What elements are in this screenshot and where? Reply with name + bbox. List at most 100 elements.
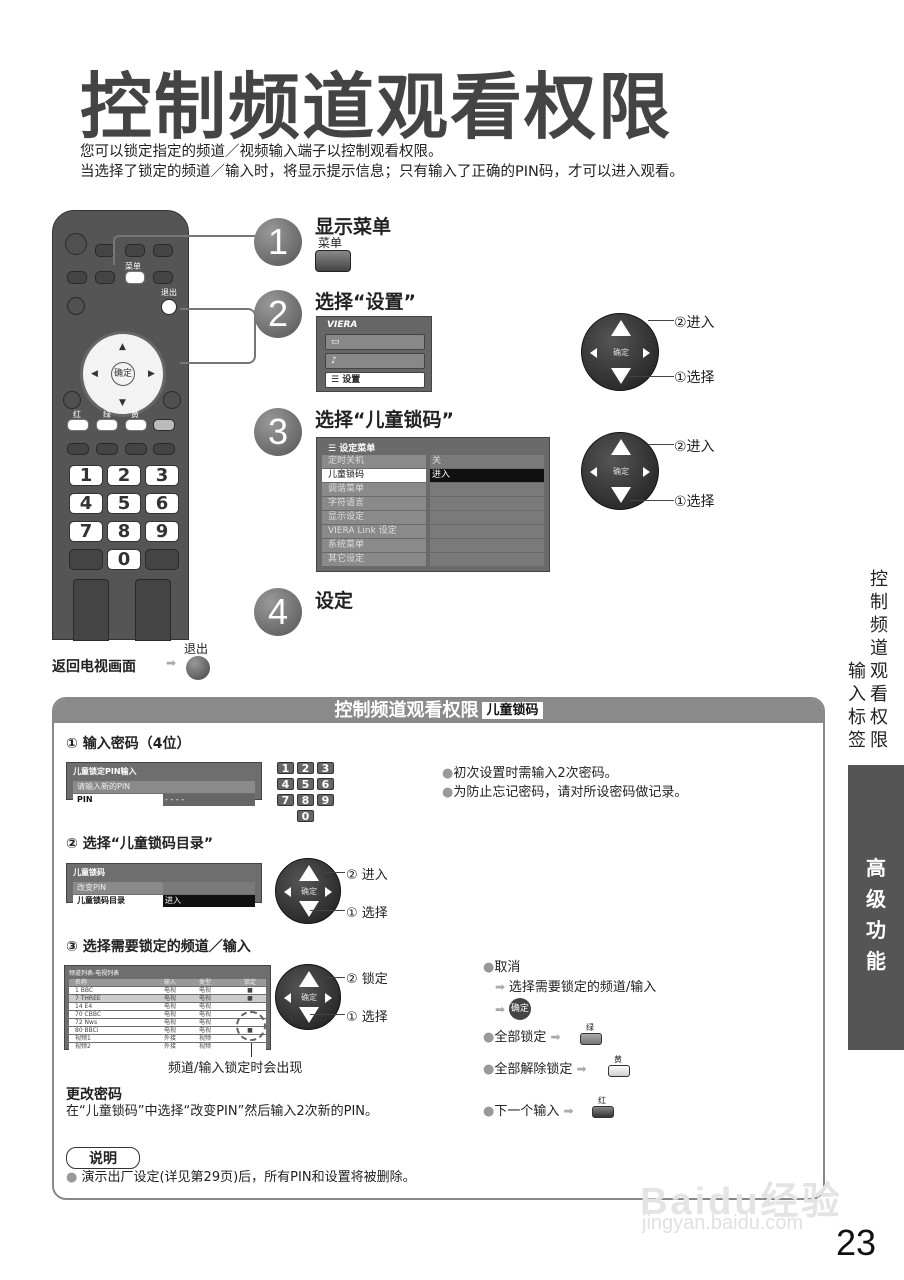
menu-row[interactable]: 字符语言 bbox=[322, 497, 544, 510]
remote-button[interactable] bbox=[153, 271, 173, 284]
remote-button[interactable] bbox=[69, 549, 103, 570]
leader-line bbox=[180, 308, 256, 364]
col-name: 名称 bbox=[75, 979, 88, 986]
cell: 电视 bbox=[164, 1019, 177, 1026]
num-key-0[interactable]: 0 bbox=[107, 549, 141, 570]
num-key-2[interactable]: 2 bbox=[107, 465, 141, 486]
green-key[interactable] bbox=[96, 419, 118, 431]
ok-key[interactable]: 确定 bbox=[301, 993, 317, 1002]
pin-key-7[interactable]: 7 bbox=[277, 794, 294, 806]
remote-button[interactable] bbox=[67, 271, 87, 284]
remote-button[interactable] bbox=[95, 271, 115, 284]
navigation-pad[interactable]: 确定 bbox=[275, 858, 341, 924]
navigation-pad[interactable]: 确定 bbox=[581, 313, 659, 391]
menu-row[interactable]: 调谐菜单 bbox=[322, 483, 544, 496]
bullet-icon: ● bbox=[483, 1030, 495, 1045]
red-key-label: 红 bbox=[598, 1096, 606, 1105]
pin-key-2[interactable]: 2 bbox=[297, 762, 314, 774]
remote-button[interactable] bbox=[153, 244, 173, 257]
num-key-5[interactable]: 5 bbox=[107, 493, 141, 514]
menu-row-child-lock[interactable]: 儿童锁码进入 bbox=[322, 469, 544, 482]
num-key-1[interactable]: 1 bbox=[69, 465, 103, 486]
remote-button[interactable] bbox=[67, 443, 89, 455]
cancel-option: ●取消 bbox=[483, 958, 520, 977]
cell: 外接 bbox=[164, 1043, 177, 1050]
power-button[interactable] bbox=[65, 233, 87, 255]
num-key-7[interactable]: 7 bbox=[69, 521, 103, 542]
menu-button[interactable] bbox=[315, 250, 351, 272]
remote-button[interactable] bbox=[67, 297, 85, 315]
ok-key[interactable]: 确定 bbox=[508, 998, 531, 1020]
remote-button[interactable] bbox=[63, 391, 81, 409]
remote-button[interactable] bbox=[153, 443, 175, 455]
select-label: ① 选择 bbox=[346, 1010, 388, 1025]
down-arrow-icon bbox=[611, 487, 631, 503]
red-key[interactable] bbox=[592, 1106, 614, 1118]
pin-key-1[interactable]: 1 bbox=[277, 762, 294, 774]
menu-row[interactable]: VIERA Link 设定 bbox=[322, 525, 544, 538]
ok-key[interactable]: 确定 bbox=[613, 348, 629, 357]
remote-button[interactable] bbox=[125, 443, 147, 455]
pin-key-6[interactable]: 6 bbox=[317, 778, 334, 790]
pin-field[interactable]: PIN- - - - bbox=[73, 794, 255, 806]
pin-key-9[interactable]: 9 bbox=[317, 794, 334, 806]
num-key-8[interactable]: 8 bbox=[107, 521, 141, 542]
pin-key-3[interactable]: 3 bbox=[317, 762, 334, 774]
screen-row-selected[interactable]: 儿童锁码目录进入 bbox=[73, 895, 255, 907]
menu-row[interactable]: 定时关机关 bbox=[322, 455, 544, 468]
green-key[interactable] bbox=[580, 1033, 602, 1045]
menu-row-value: 关 bbox=[430, 455, 544, 468]
left-arrow-icon bbox=[590, 348, 597, 358]
menu-row[interactable]: 其它设定 bbox=[322, 553, 544, 566]
num-key-9[interactable]: 9 bbox=[145, 521, 179, 542]
num-key-4[interactable]: 4 bbox=[69, 493, 103, 514]
navigation-pad[interactable]: 确定 bbox=[275, 964, 341, 1030]
menu-item-picture[interactable]: ▭ bbox=[325, 334, 425, 350]
yellow-key[interactable] bbox=[125, 419, 147, 431]
remote-button[interactable] bbox=[95, 244, 115, 257]
yellow-key[interactable] bbox=[608, 1065, 630, 1077]
cell bbox=[234, 1003, 266, 1010]
exit-key[interactable] bbox=[186, 656, 210, 680]
ok-key[interactable]: 确定 bbox=[111, 362, 135, 386]
pin-key-8[interactable]: 8 bbox=[297, 794, 314, 806]
red-key[interactable] bbox=[67, 419, 89, 431]
channel-rocker[interactable] bbox=[135, 579, 171, 641]
num-key-3[interactable]: 3 bbox=[145, 465, 179, 486]
num-key-6[interactable]: 6 bbox=[145, 493, 179, 514]
remote-button[interactable] bbox=[145, 549, 179, 570]
remote-button[interactable] bbox=[96, 443, 118, 455]
navigation-pad[interactable]: 确定 bbox=[581, 432, 659, 510]
ok-key[interactable]: 确定 bbox=[301, 887, 317, 896]
dpad[interactable]: ▲ ▼ ◀ ▶ 确定 bbox=[80, 331, 166, 417]
screen-row[interactable]: 改变PIN bbox=[73, 882, 255, 894]
tab-char: 级 bbox=[866, 887, 886, 911]
remote-button[interactable] bbox=[125, 244, 145, 257]
menu-row[interactable]: 显示设定 bbox=[322, 511, 544, 524]
cell: 70 CBBC bbox=[75, 1011, 102, 1018]
blue-key[interactable] bbox=[153, 419, 175, 431]
menu-item-sound[interactable]: ♪ bbox=[325, 353, 425, 369]
pin-key-5[interactable]: 5 bbox=[297, 778, 314, 790]
child-lock-screen: 儿童锁码 改变PIN 儿童锁码目录进入 bbox=[66, 863, 262, 907]
pin-key-0[interactable]: 0 bbox=[297, 810, 314, 822]
volume-rocker[interactable] bbox=[73, 579, 109, 641]
ok-key[interactable]: 确定 bbox=[613, 467, 629, 476]
remote-button[interactable] bbox=[163, 391, 181, 409]
menu-row[interactable]: 系统菜单 bbox=[322, 539, 544, 552]
exit-key[interactable] bbox=[161, 299, 177, 315]
up-arrow-icon bbox=[611, 439, 631, 455]
pin-key-4[interactable]: 4 bbox=[277, 778, 294, 790]
chapter-tab[interactable]: 高 级 功 能 bbox=[848, 765, 904, 1050]
menu-item-setup[interactable]: ☰ 设置 bbox=[325, 372, 425, 388]
step-1-title: 显示菜单 bbox=[315, 216, 392, 238]
menu-key[interactable] bbox=[125, 271, 145, 284]
sidebar-title-col-left: 输 入 标 签 bbox=[846, 660, 868, 752]
